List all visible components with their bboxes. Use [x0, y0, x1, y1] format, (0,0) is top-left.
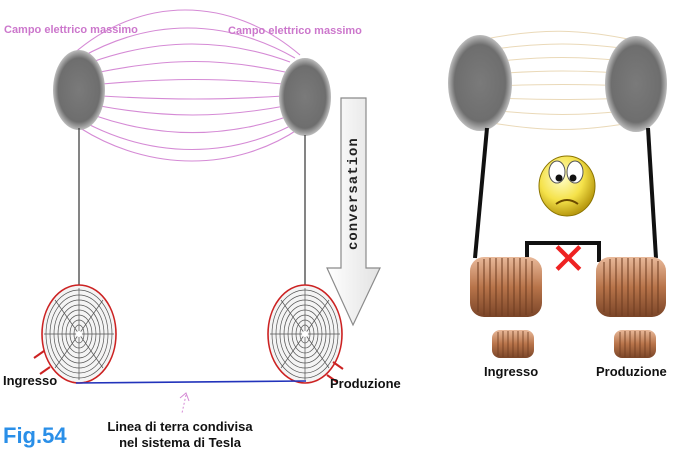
worried-face-icon	[538, 155, 596, 217]
left-sphere-output	[279, 58, 331, 136]
cross-icon: ✕	[550, 235, 587, 284]
output-terminal-1	[332, 361, 344, 370]
input-terminal-1	[33, 350, 45, 359]
right-sphere-output	[605, 36, 667, 132]
small-coil-input	[492, 330, 534, 358]
field-label-right: Campo elettrico massimo	[228, 25, 362, 37]
copper-coil-output	[596, 257, 666, 317]
figure-label: Fig.54	[3, 423, 67, 448]
output-label-right: Produzione	[596, 364, 667, 379]
left-sphere-input	[53, 50, 105, 130]
left-field-lines	[71, 9, 301, 162]
right-bridge-bar	[525, 241, 601, 262]
right-sphere-input	[448, 35, 512, 131]
earth-pointer-head	[179, 392, 190, 402]
output-label-left: Produzione	[330, 376, 401, 391]
output-terminal-2	[326, 374, 338, 383]
copper-coil-input	[470, 257, 542, 317]
field-label-left: Campo elettrico massimo	[4, 24, 138, 36]
input-terminal-2	[39, 366, 51, 375]
earth-line-caption: Linea di terra condivisa nel sistema di …	[95, 419, 265, 451]
spiral-coil-input	[41, 284, 117, 384]
input-label-right: Ingresso	[484, 364, 539, 379]
spiral-coil-output	[267, 284, 343, 384]
conversion-arrow	[326, 97, 381, 327]
input-label-left: Ingresso	[3, 373, 58, 388]
right-rod-input	[473, 127, 489, 259]
earth-line-label-2: nel sistema di Tesla	[119, 435, 241, 450]
small-coil-output	[614, 330, 656, 358]
earth-pointer	[181, 394, 187, 414]
conversion-label: conversation	[346, 137, 362, 250]
right-rod-output	[646, 127, 658, 259]
shared-earth-line	[75, 380, 307, 384]
earth-line-label-1: Linea di terra condivisa	[107, 419, 253, 434]
